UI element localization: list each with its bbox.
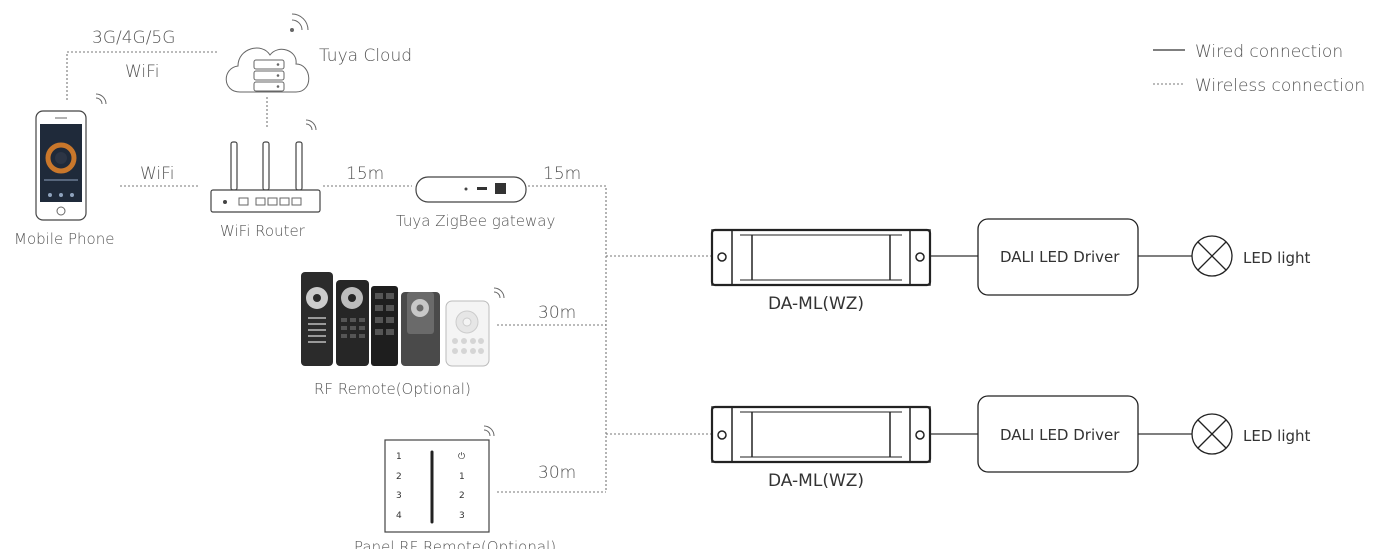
panel-key-left-2: 2: [396, 472, 402, 482]
label-controller-1: DA-ML(WZ): [768, 294, 864, 314]
label-rf-remote: RF Remote(Optional): [314, 380, 471, 398]
controller-1-body: [710, 228, 932, 287]
label-dist-gateway-bus: 15m: [543, 164, 581, 184]
panel-key-left-3: 3: [396, 491, 402, 501]
controller-1: DA-ML(WZ): [710, 228, 932, 314]
controller-2: DA-ML(WZ): [710, 405, 932, 491]
router-antenna-middle: [262, 141, 270, 191]
dali-driver-1: DALI LED Driver: [977, 218, 1139, 296]
tuya-cloud: Tuya Cloud: [225, 13, 412, 93]
cloud-icon: [225, 47, 310, 93]
panel-key-left-4: 4: [396, 511, 402, 521]
wireless-signal-icon: [95, 93, 107, 105]
server-icon: [253, 59, 285, 70]
legend: Wired connection Wireless connection: [1153, 42, 1365, 96]
zigbee-gateway: Tuya ZigBee gateway: [396, 176, 555, 230]
router-antenna-left: [230, 141, 238, 191]
panel-key-left-1: 1: [396, 452, 402, 462]
wireless-signal-icon: [483, 425, 495, 437]
label-dist-panel-remote: 30m: [538, 463, 576, 483]
panel-key-right-2: 1: [459, 472, 465, 482]
label-light-2: LED light: [1243, 427, 1311, 445]
wireless-signal-icon: [290, 13, 309, 32]
panel-key-right-4: 3: [459, 511, 465, 521]
label-gateway: Tuya ZigBee gateway: [396, 212, 555, 230]
driver-1-box: [977, 218, 1139, 296]
label-driver-1: DALI LED Driver: [1000, 248, 1120, 266]
gateway-body: [415, 176, 527, 203]
label-dist-router-gateway: 15m: [346, 164, 384, 184]
link-gateway-bus: [528, 185, 607, 492]
label-wifi-phone: WiFi: [140, 164, 174, 184]
link-phone-cloud: [66, 51, 218, 100]
label-tuya-cloud: Tuya Cloud: [319, 46, 412, 66]
legend-wireless-text: Wireless connection: [1195, 76, 1365, 96]
router-antenna-right: [295, 141, 303, 191]
label-light-1: LED light: [1243, 249, 1311, 267]
label-wifi-cloud: WiFi: [125, 62, 159, 82]
phone-app-dial: [45, 142, 77, 174]
led-light-1: LED light: [1191, 235, 1311, 277]
panel-rf-remote: 1 2 3 4 ⏻ 1 2 3 Panel RF Remote(Optional…: [354, 425, 556, 549]
dali-driver-2: DALI LED Driver: [977, 395, 1139, 473]
connections: [66, 51, 1192, 493]
wireless-signal-icon: [305, 119, 317, 131]
label-mobile-phone: Mobile Phone: [14, 230, 114, 248]
label-network-cloud: 3G/4G/5G: [92, 28, 175, 48]
panel-key-right-1: ⏻: [458, 451, 465, 462]
wifi-router: WiFi Router: [210, 119, 321, 240]
panel-body: [384, 439, 490, 533]
label-dist-rf-remote: 30m: [538, 303, 576, 323]
label-driver-2: DALI LED Driver: [1000, 426, 1120, 444]
label-router: WiFi Router: [220, 222, 306, 240]
mobile-phone: Mobile Phone: [14, 93, 114, 248]
panel-key-right-3: 2: [459, 491, 465, 501]
rf-remotes: RF Remote(Optional): [301, 272, 505, 398]
legend-wired-text: Wired connection: [1195, 42, 1343, 62]
phone-home-button: [56, 206, 66, 216]
label-panel-remote: Panel RF Remote(Optional): [354, 538, 556, 549]
led-light-2: LED light: [1191, 413, 1311, 455]
wireless-signal-icon: [493, 287, 505, 299]
driver-2-box: [977, 395, 1139, 473]
controller-2-body: [710, 405, 932, 464]
label-controller-2: DA-ML(WZ): [768, 471, 864, 491]
